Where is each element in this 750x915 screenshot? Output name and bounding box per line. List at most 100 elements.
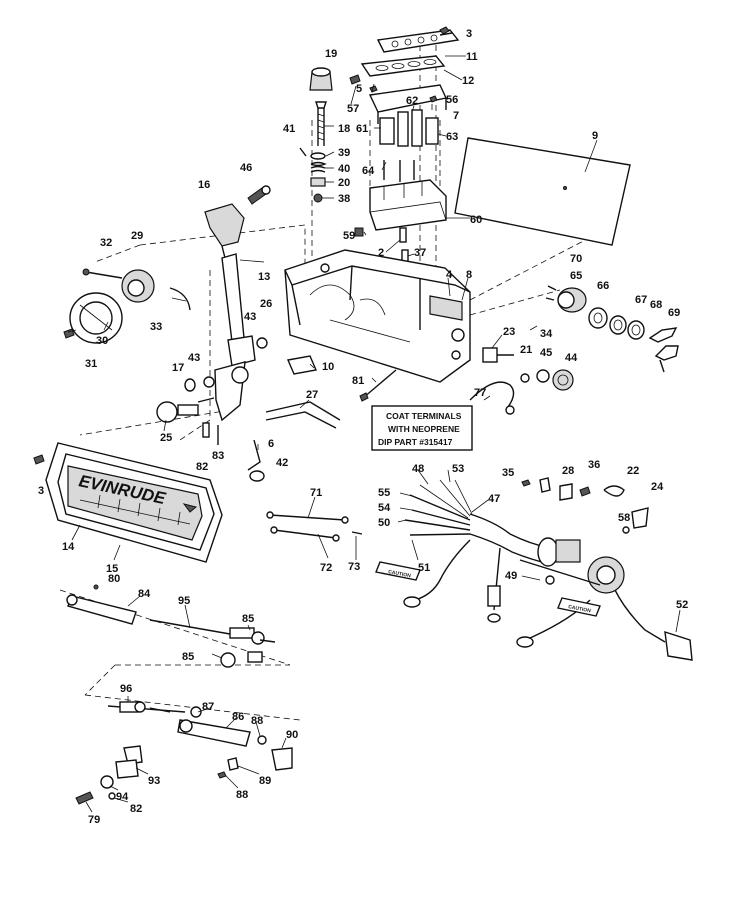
label-46: 46 bbox=[240, 162, 252, 174]
label-33: 33 bbox=[150, 321, 162, 333]
label-85a: 85 bbox=[242, 613, 254, 625]
label-18: 18 bbox=[338, 123, 350, 135]
label-36: 36 bbox=[588, 459, 600, 471]
pin-41 bbox=[299, 147, 307, 157]
label-82a: 82 bbox=[196, 461, 208, 473]
bushing-85 bbox=[220, 651, 263, 668]
label-55: 55 bbox=[378, 487, 390, 499]
lever-hardware bbox=[156, 337, 268, 445]
label-70: 70 bbox=[570, 253, 582, 265]
label-57: 57 bbox=[347, 103, 359, 115]
label-3: 3 bbox=[466, 28, 472, 40]
label-84: 84 bbox=[138, 588, 151, 600]
label-17: 17 bbox=[172, 362, 184, 374]
small-hardware-lower bbox=[75, 706, 293, 805]
label-43a: 43 bbox=[244, 311, 256, 323]
label-64: 64 bbox=[362, 165, 375, 177]
label-54: 54 bbox=[378, 502, 391, 514]
terminal-block bbox=[369, 179, 447, 231]
bezel-screw bbox=[33, 454, 45, 465]
trim-wires bbox=[266, 511, 363, 542]
label-85b: 85 bbox=[182, 651, 194, 663]
label-30: 30 bbox=[96, 335, 108, 347]
detent-rod bbox=[315, 101, 327, 146]
caution-tag-1: CAUTION bbox=[388, 569, 412, 579]
label-8: 8 bbox=[466, 269, 472, 281]
detent-knob bbox=[309, 67, 333, 91]
terminal-gasket bbox=[360, 55, 446, 77]
label-69: 69 bbox=[668, 307, 680, 319]
label-48: 48 bbox=[412, 463, 424, 475]
label-10: 10 bbox=[322, 361, 334, 373]
label-47: 47 bbox=[488, 493, 500, 505]
label-93: 93 bbox=[148, 775, 160, 787]
label-77: 77 bbox=[474, 387, 486, 399]
throttle-cable-96 bbox=[107, 701, 186, 713]
part-labels: 3 11 19 12 5 57 56 62 7 41 18 61 63 9 39… bbox=[38, 28, 688, 826]
label-28: 28 bbox=[562, 465, 574, 477]
label-9: 9 bbox=[592, 130, 598, 142]
shift-rod-84 bbox=[66, 584, 137, 625]
switch-nuts bbox=[520, 369, 574, 391]
label-40: 40 bbox=[338, 163, 350, 175]
note-line-1: COAT TERMINALS bbox=[386, 411, 462, 421]
label-67: 67 bbox=[635, 294, 647, 306]
small-screws-top bbox=[349, 26, 450, 263]
label-2: 2 bbox=[378, 247, 384, 259]
terminal-studs bbox=[379, 109, 439, 182]
label-39: 39 bbox=[338, 147, 350, 159]
label-59: 59 bbox=[343, 230, 355, 242]
harness-clips bbox=[521, 477, 649, 534]
label-27: 27 bbox=[306, 389, 318, 401]
terminal-cover-plate bbox=[376, 29, 460, 53]
control-lever bbox=[214, 253, 256, 422]
control-handle-knob bbox=[204, 203, 245, 259]
label-63: 63 bbox=[446, 131, 458, 143]
label-37: 37 bbox=[414, 247, 426, 259]
label-50: 50 bbox=[378, 517, 390, 529]
ignition-switch bbox=[545, 285, 587, 313]
label-26: 26 bbox=[260, 298, 272, 310]
bracket-clamps bbox=[247, 401, 341, 482]
switch-washers bbox=[588, 307, 645, 340]
label-22: 22 bbox=[627, 465, 639, 477]
neutral-switch bbox=[287, 355, 317, 375]
label-62: 62 bbox=[406, 95, 418, 107]
cable-95 bbox=[149, 619, 276, 645]
label-15: 15 bbox=[106, 563, 118, 575]
label-6: 6 bbox=[268, 438, 274, 450]
label-95: 95 bbox=[178, 595, 190, 607]
label-68: 68 bbox=[650, 299, 662, 311]
label-43b: 43 bbox=[188, 352, 200, 364]
label-38: 38 bbox=[338, 193, 350, 205]
label-71: 71 bbox=[310, 487, 322, 499]
label-52: 52 bbox=[676, 599, 688, 611]
label-89: 89 bbox=[259, 775, 271, 787]
ground-wire-77 bbox=[469, 381, 515, 415]
label-58: 58 bbox=[618, 512, 630, 524]
label-13: 13 bbox=[258, 271, 270, 283]
label-32: 32 bbox=[100, 237, 112, 249]
label-81: 81 bbox=[352, 375, 364, 387]
label-51: 51 bbox=[418, 562, 430, 574]
label-11: 11 bbox=[466, 51, 478, 63]
face-plate-bezel: EVINRUDE bbox=[45, 442, 223, 563]
throttle-switch-assembly bbox=[63, 268, 191, 344]
label-7: 7 bbox=[453, 110, 459, 122]
leader-lines bbox=[67, 55, 681, 813]
label-73: 73 bbox=[348, 561, 360, 573]
label-66: 66 bbox=[597, 280, 609, 292]
label-86: 86 bbox=[232, 711, 244, 723]
side-cover-plate bbox=[454, 137, 631, 246]
terminal-bracket bbox=[368, 84, 448, 124]
ignition-keys bbox=[648, 327, 679, 373]
long-screw-81 bbox=[359, 369, 397, 402]
label-35: 35 bbox=[502, 467, 514, 479]
label-25: 25 bbox=[160, 432, 172, 444]
handle-screw bbox=[247, 185, 271, 205]
label-53: 53 bbox=[452, 463, 464, 475]
throttle-rod-86 bbox=[177, 719, 267, 747]
label-49: 49 bbox=[505, 570, 517, 582]
label-83: 83 bbox=[212, 450, 224, 462]
caution-tag-2: CAUTION bbox=[568, 604, 592, 614]
